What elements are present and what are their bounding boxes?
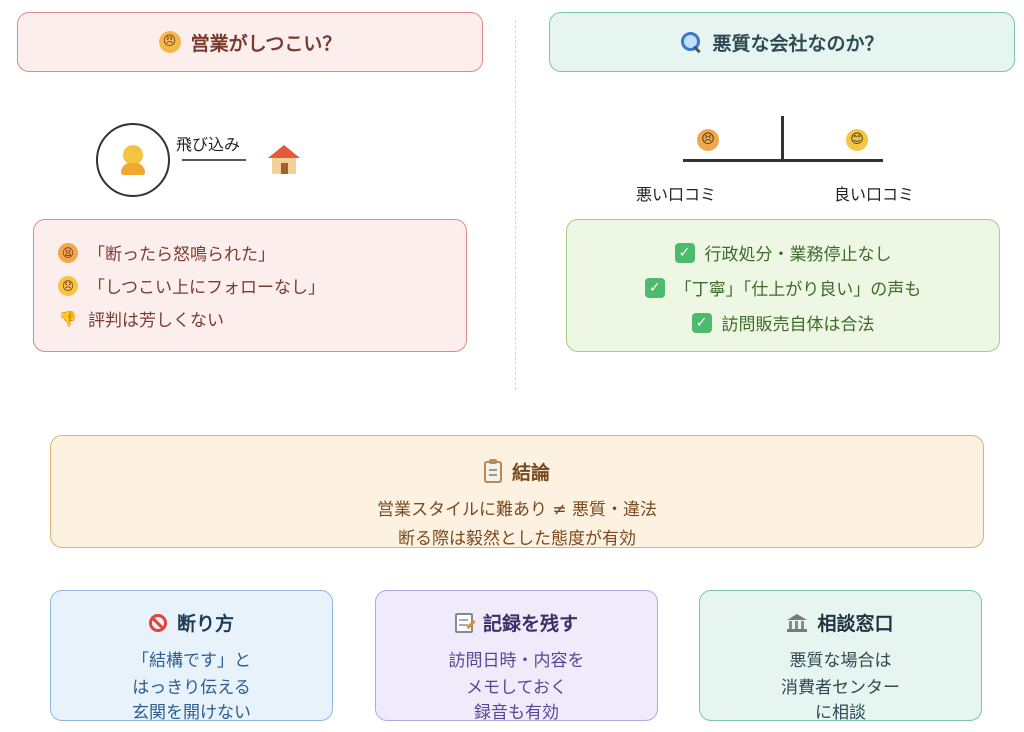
complaint-text: 評判は芳しくない (88, 311, 224, 331)
conclusion-title: 結論 (511, 462, 550, 484)
bad-reviews-label: 悪い口コミ (636, 185, 717, 204)
section-divider (515, 20, 516, 390)
complaint-item: 👎 評判は芳しくない (58, 302, 466, 335)
card-title-row: 断り方 (51, 609, 332, 636)
record-card: 記録を残す 訪問日時・内容を メモしておく 録音も有効 (375, 590, 658, 723)
left-header-box: 😠 営業がしつこい？ (17, 12, 483, 72)
check-icon: ✓ (644, 277, 665, 298)
conclusion-box: 結論 営業スタイルに難あり ≠ 悪質・違法 断る際は毅然とした態度が有効 (50, 435, 984, 549)
card-line: 訪問日時・内容を (448, 651, 585, 671)
complaint-text: 「しつこい上にフォローなし」 (88, 278, 325, 298)
shouting-face-icon: 😫 (58, 242, 78, 263)
complaint-item: 😫 「断ったら怒鳴られた」 (58, 236, 466, 269)
balance-post (781, 116, 784, 160)
person-circle (96, 123, 170, 197)
angry-face-icon: 😠 (158, 31, 181, 53)
building-icon (787, 613, 808, 632)
card-line: 玄関を開けない (132, 703, 251, 723)
fact-text: 行政処分・業務停止なし (704, 245, 892, 265)
card-title: 記録を残す (482, 613, 578, 635)
check-icon: ✓ (691, 312, 712, 333)
refusal-card: 断り方 「結構です」と はっきり伝える 玄関を開けない (50, 590, 333, 723)
scene-label: 飛び込み (176, 135, 241, 154)
complaints-box: 😫 「断ったら怒鳴られた」 😞 「しつこい上にフォローなし」 👎 評判は芳しくな… (33, 219, 467, 352)
prohibited-icon (148, 613, 167, 632)
card-title: 相談窓口 (817, 613, 894, 635)
card-line: メモしておく (466, 678, 567, 698)
thumbs-down-icon: 👎 (58, 309, 78, 328)
right-header-title: 悪質な会社なのか？ (712, 32, 884, 55)
card-title-row: 記録を残す (376, 609, 657, 636)
card-line: 「結構です」と (132, 651, 251, 671)
facts-box: ✓ 行政処分・業務停止なし ✓ 「丁寧」「仕上がり良い」の声も ✓ 訪問販売自体… (566, 219, 1000, 352)
complaint-text: 「断ったら怒鳴られた」 (88, 245, 275, 265)
check-icon: ✓ (674, 242, 695, 263)
balance-beam (683, 159, 883, 162)
card-line: はっきり伝える (132, 678, 251, 698)
house-icon (268, 145, 300, 175)
disappointed-face-icon: 😞 (58, 275, 78, 296)
fact-item: ✓ 訪問販売自体は合法 (567, 305, 999, 340)
good-reviews-label: 良い口コミ (834, 185, 915, 204)
complaint-item: 😞 「しつこい上にフォローなし」 (58, 269, 466, 302)
right-header-box: 悪質な会社なのか？ (549, 12, 1015, 72)
fact-text: 「丁寧」「仕上がり良い」の声も (674, 280, 922, 300)
consultation-card: 相談窓口 悪質な場合は 消費者センター に相談 (699, 590, 982, 723)
conclusion-line-2: 断る際は毅然とした態度が有効 (398, 529, 636, 549)
card-line: 消費者センター (781, 678, 900, 698)
conclusion-line-1: 営業スタイルに難あり ≠ 悪質・違法 (376, 500, 658, 520)
smiling-face-icon: 😊 (846, 129, 868, 151)
conclusion-title-row: 結論 (51, 458, 983, 485)
card-line: 悪質な場合は (789, 651, 892, 671)
upset-face-icon: 😣 (697, 129, 719, 151)
left-header-title: 営業がしつこい？ (190, 32, 342, 55)
scene-arrow-line (182, 159, 246, 161)
fact-text: 訪問販売自体は合法 (721, 315, 875, 335)
fact-item: ✓ 行政処分・業務停止なし (567, 235, 999, 270)
magnifier-icon (680, 31, 702, 54)
person-icon (119, 145, 147, 175)
clipboard-icon (483, 458, 502, 483)
card-title: 断り方 (176, 613, 234, 635)
card-line: に相談 (815, 703, 866, 723)
card-title-row: 相談窓口 (700, 609, 981, 636)
card-line: 録音も有効 (474, 703, 559, 723)
fact-item: ✓ 「丁寧」「仕上がり良い」の声も (567, 270, 999, 305)
memo-icon (454, 612, 476, 633)
